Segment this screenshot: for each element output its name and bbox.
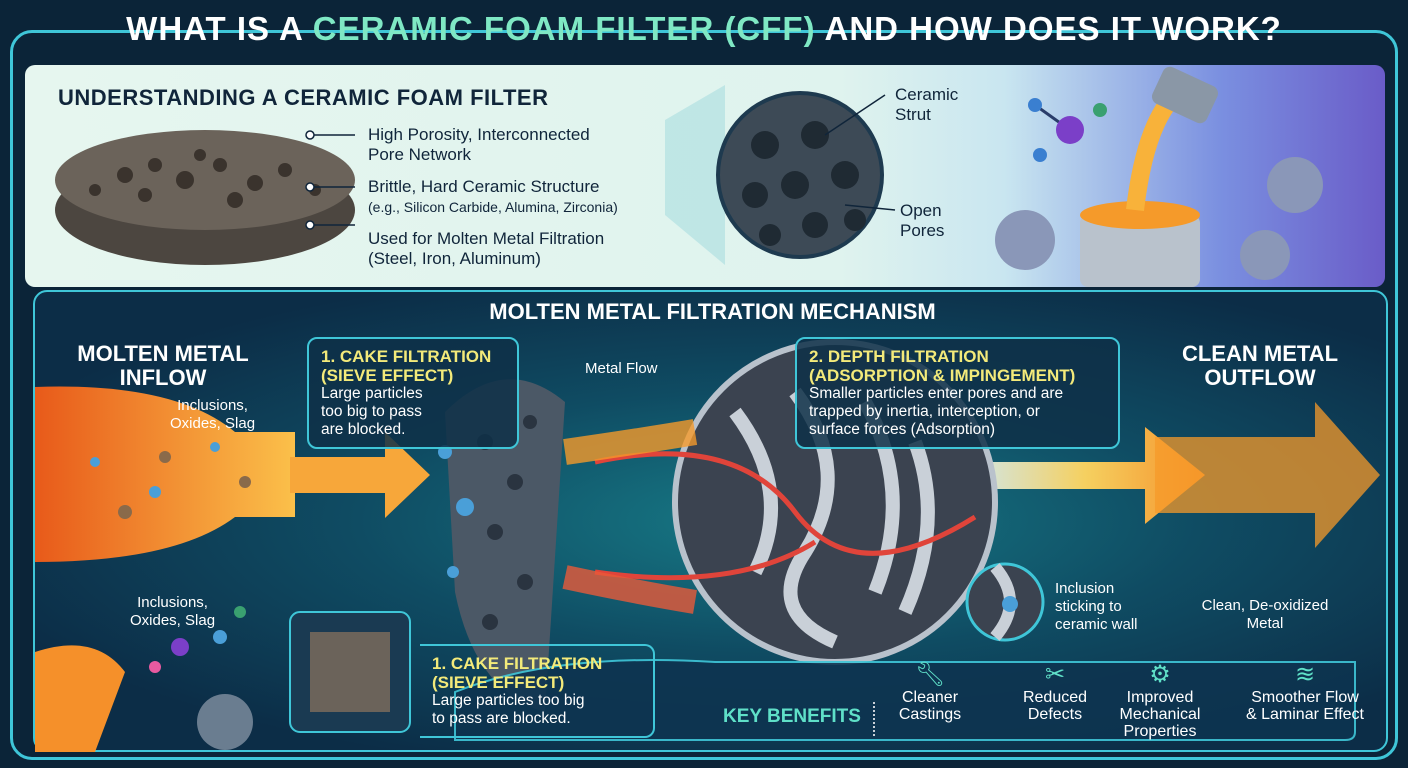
gears-icon: ⚙︎: [1149, 661, 1171, 688]
benefit-cleaner-castings: 🔧︎Cleaner Castings: [890, 660, 970, 723]
benefit-reduced-defects: ✂︎Reduced Defects: [1010, 660, 1100, 723]
inclusions-label-top: Inclusions, Oxides, Slag: [170, 397, 256, 432]
benefits-divider: [873, 702, 875, 736]
key-benefits-label: KEY BENEFITS: [723, 706, 861, 727]
outflow-heading: CLEAN METAL OUTFLOW: [1181, 341, 1339, 390]
benefit-mechanical-properties: ⚙︎Improved Mechanical Properties: [1110, 660, 1210, 740]
feature-structure: Brittle, Hard Ceramic Structure(e.g., Si…: [368, 177, 618, 215]
depth-filtration-box: 2. DEPTH FILTRATION (ADSORPTION & IMPING…: [795, 337, 1120, 449]
mechanism-panel: MOLTEN METAL FILTRATION MECHANISM MOLTEN…: [33, 290, 1388, 752]
tools-crossed-icon: ✂︎: [1044, 661, 1066, 688]
cake-filtration-box-top: 1. CAKE FILTRATION (SIEVE EFFECT) Large …: [307, 337, 519, 449]
wind-icon: ≋: [1294, 661, 1316, 688]
page-title: WHAT IS A CERAMIC FOAM FILTER (CFF) AND …: [126, 10, 1282, 47]
understanding-panel: UNDERSTANDING A CERAMIC FOAM FILTER High…: [25, 65, 1385, 287]
wrench-icon: 🔧︎: [914, 661, 946, 688]
ceramic-strut-label: Ceramic Strut: [895, 85, 959, 124]
understanding-heading: UNDERSTANDING A CERAMIC FOAM FILTER: [58, 85, 549, 110]
top-illustration: [55, 66, 1323, 287]
benefit-smoother-flow: ≋Smoother Flow & Laminar Effect: [1235, 660, 1375, 723]
cake-filtration-box-bottom: 1. CAKE FILTRATION (SIEVE EFFECT) Large …: [420, 644, 655, 738]
clean-metal-label: Clean, De-oxidized Metal: [1201, 597, 1329, 632]
inclusions-label-bottom: Inclusions, Oxides, Slag: [130, 594, 216, 629]
inflow-heading: MOLTEN METAL INFLOW: [77, 341, 249, 390]
outer-frame: [10, 30, 1398, 760]
metal-flow-label: Metal Flow: [585, 360, 658, 377]
mechanism-heading: MOLTEN METAL FILTRATION MECHANISM: [489, 299, 936, 324]
open-pores-label: Open Pores: [900, 201, 945, 240]
inclusion-wall-label: Inclusion sticking to ceramic wall: [1055, 580, 1138, 633]
feature-use: Used for Molten Metal Filtration(Steel, …: [368, 229, 605, 268]
